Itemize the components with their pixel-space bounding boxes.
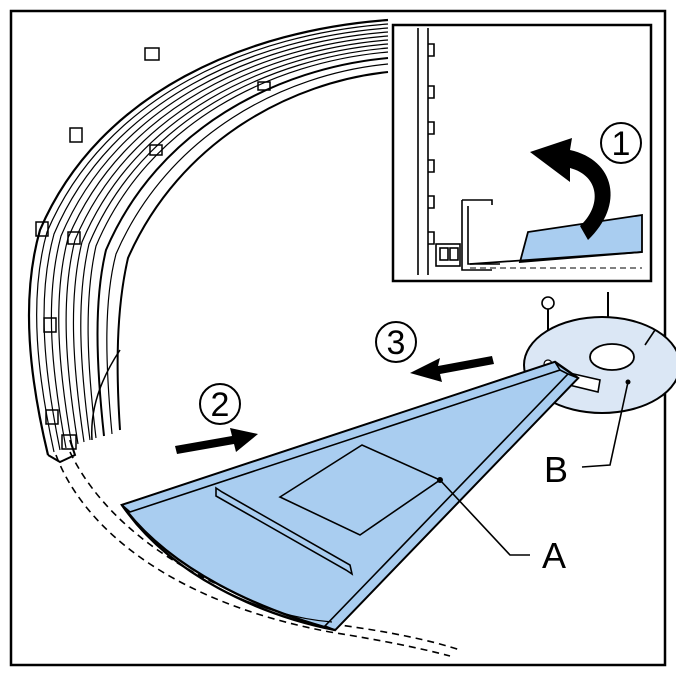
floor-edge	[91, 349, 121, 441]
step-2-marker: 2	[199, 383, 241, 425]
step-3-marker: 3	[375, 321, 417, 363]
step-2-number: 2	[211, 386, 230, 424]
inset-rail	[417, 28, 500, 275]
rotate-arrow-icon	[530, 138, 611, 240]
panel	[120, 360, 580, 632]
label-b: B	[544, 449, 568, 490]
arrow-step-2	[175, 428, 258, 454]
drum-rim	[27, 18, 389, 464]
label-a: A	[542, 535, 566, 576]
step-1-number: 1	[612, 125, 631, 163]
inset-detail: 1	[391, 23, 653, 283]
label-b-callout: B	[544, 381, 629, 490]
label-a-callout: A	[439, 479, 566, 576]
step-1-marker: 1	[600, 122, 642, 164]
step-3-number: 3	[387, 324, 406, 362]
arrow-step-3	[410, 356, 494, 382]
